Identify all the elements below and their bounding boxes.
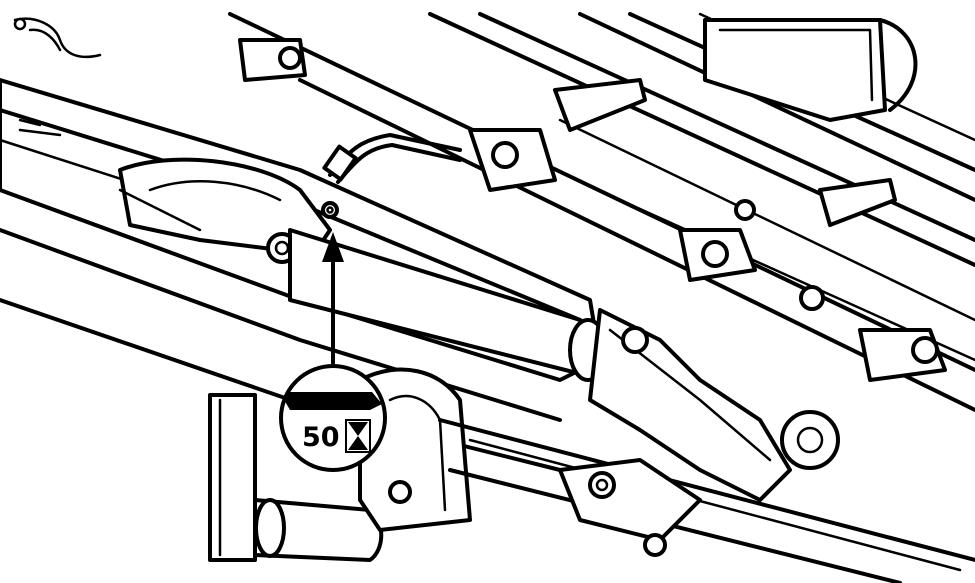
clamps-and-fittings (238, 38, 947, 557)
lower-support-plates (208, 367, 472, 562)
right-linkage (558, 308, 840, 542)
upper-right-housing (703, 18, 918, 122)
grease-line-hose (322, 133, 462, 184)
spring-detail (13, 17, 102, 59)
hourglass-icon (345, 419, 371, 453)
arrow-head-icon (322, 232, 344, 262)
lubrication-interval-mark (283, 392, 382, 410)
callout-circle (279, 364, 387, 472)
lubrication-interval-value: 50 (302, 422, 340, 453)
lubrication-callout: 50 (279, 232, 387, 472)
grease-nipple (321, 201, 339, 219)
